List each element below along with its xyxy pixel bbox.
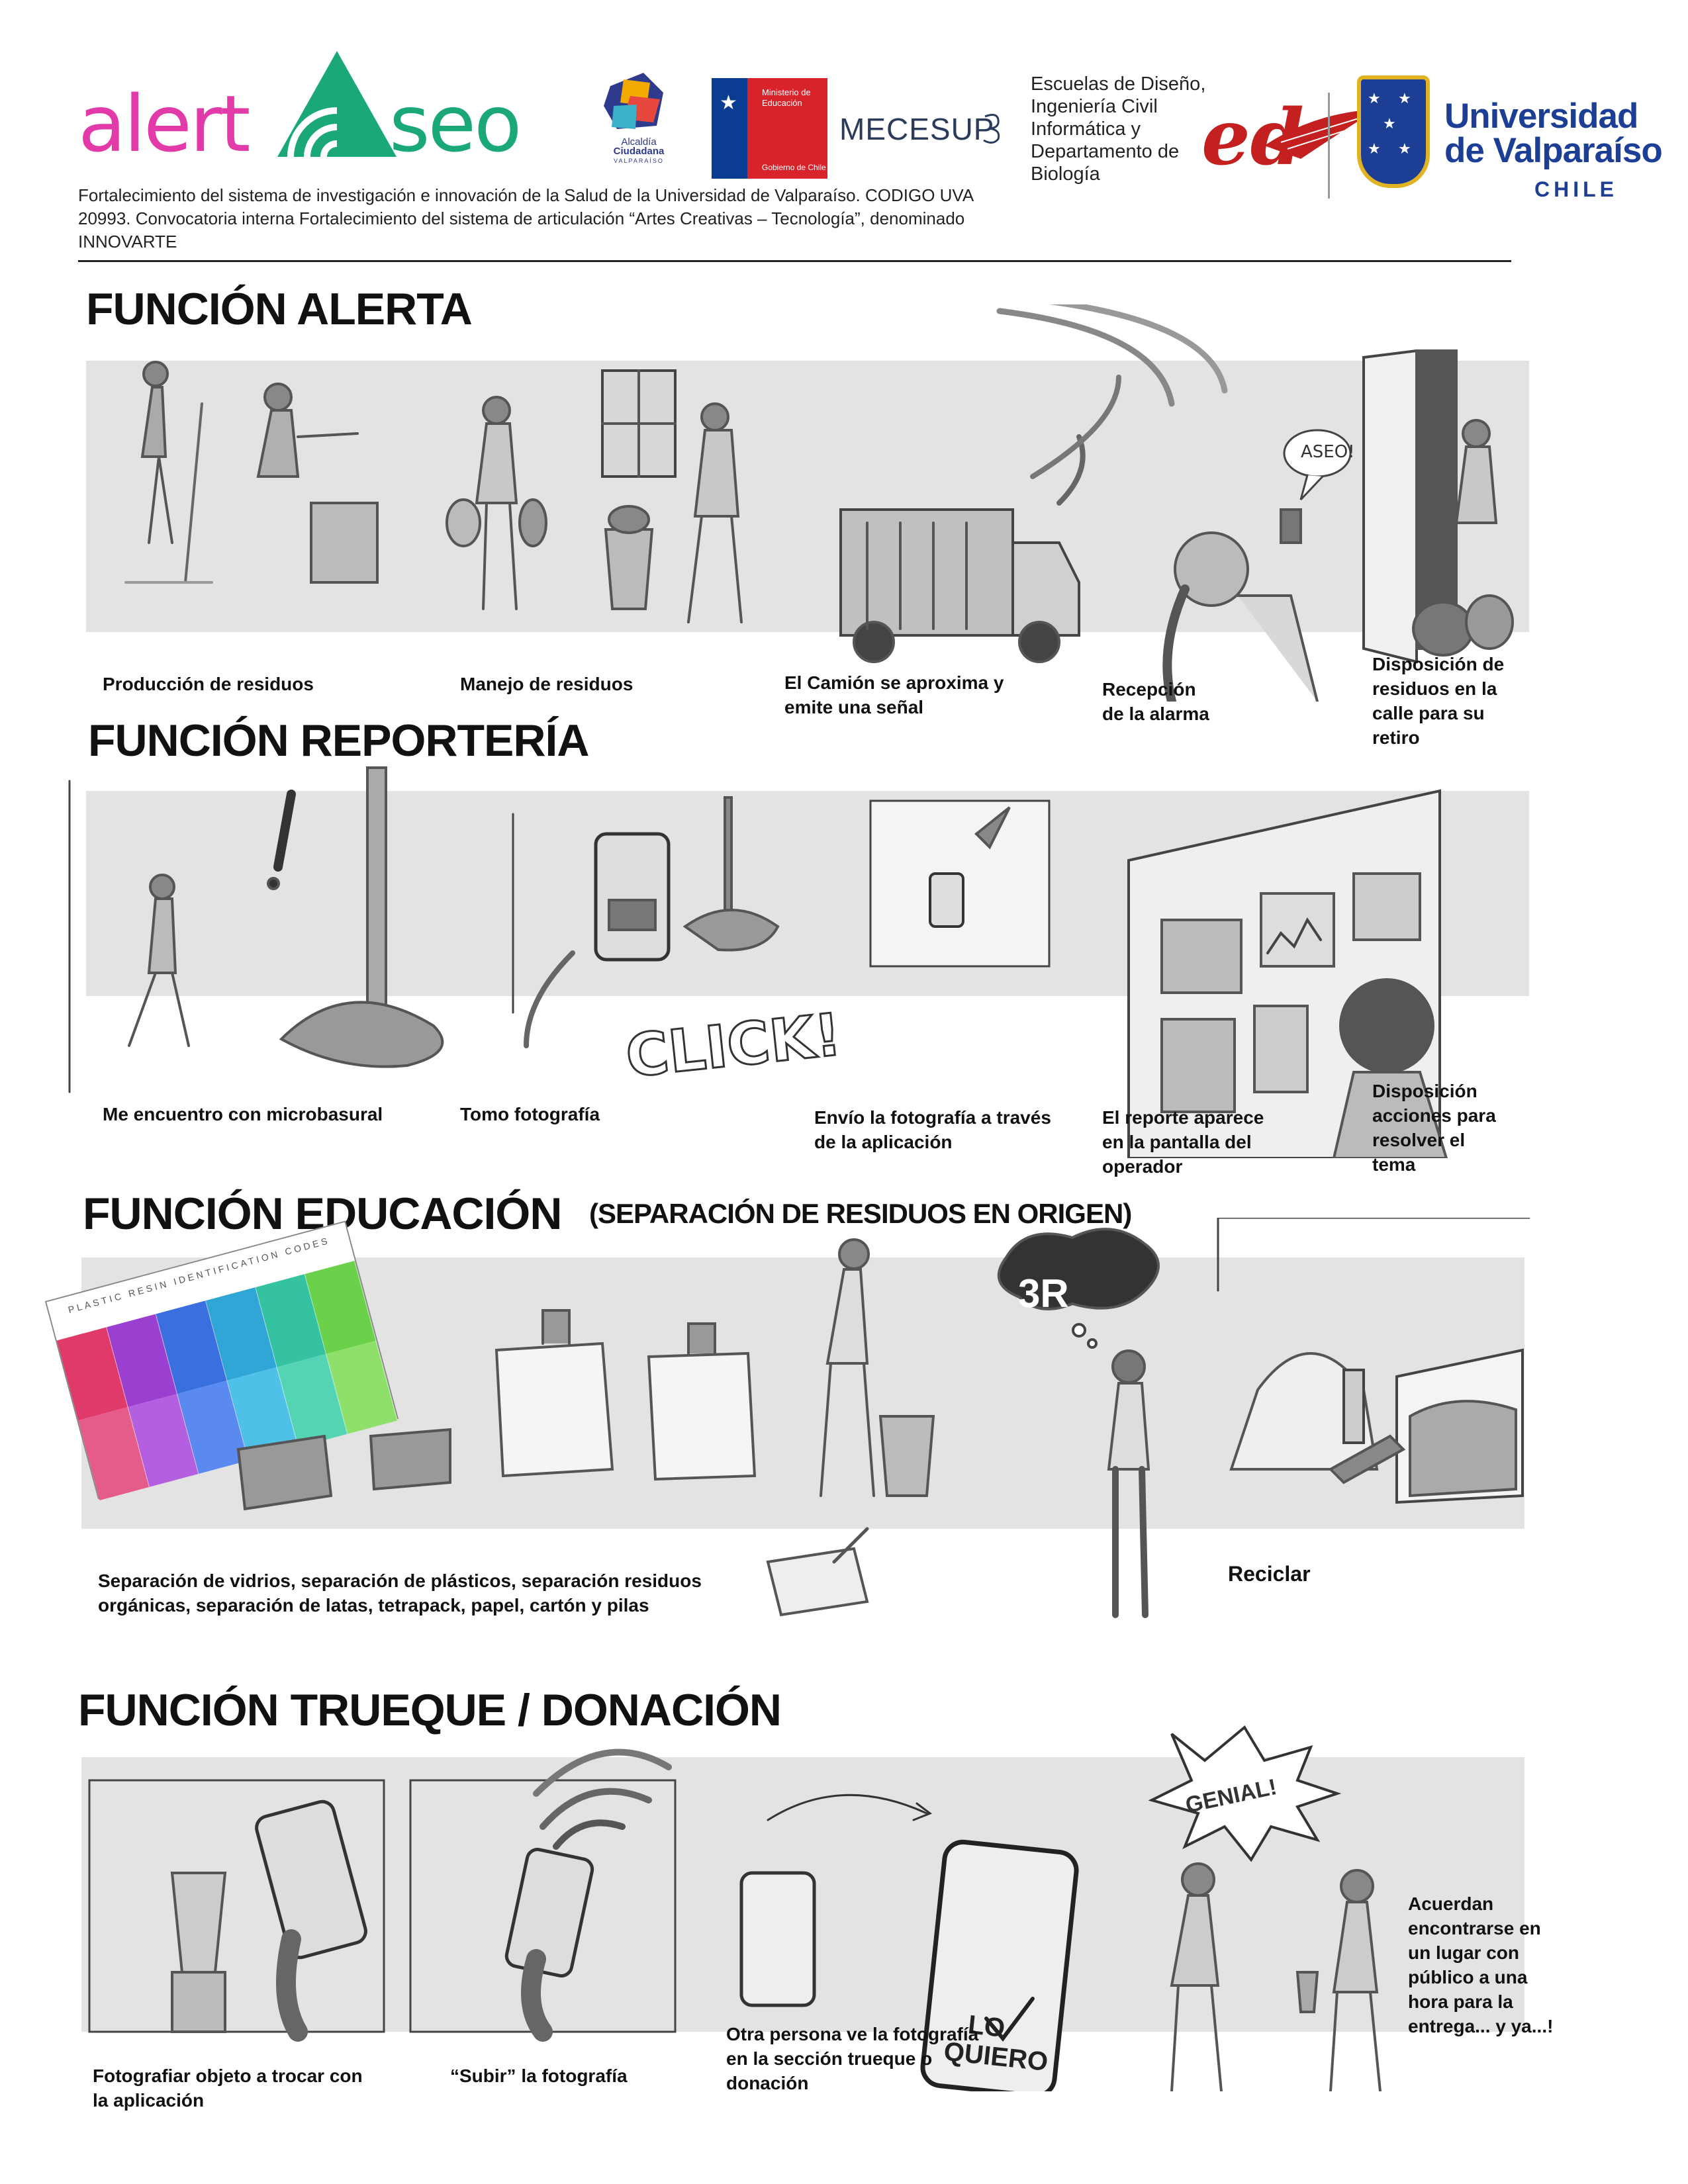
logo-triangle-icon — [277, 51, 397, 158]
uv-name-line1: Universidad — [1444, 97, 1638, 136]
trueque-illustration — [88, 1725, 1382, 2091]
cloud-3r-text: 3R — [1018, 1271, 1069, 1316]
mecesup-3-icon — [983, 114, 1000, 144]
mineduc-gob-label: Gobierno de Chile — [762, 163, 826, 172]
alcaldia-emblem-icon — [604, 73, 663, 129]
caption-alerta-1: Producción de residuos — [103, 674, 314, 694]
section-subtitle-educacion: (SEPARACIÓN DE RESIDUOS EN ORIGEN) — [589, 1198, 1132, 1229]
mecesup-logo: MECESUP — [839, 112, 995, 146]
caption-alerta-2: Manejo de residuos — [460, 674, 633, 694]
uv-shield-icon: ★ ★ ★ ★ ★ — [1357, 75, 1430, 188]
caption-alerta-5: Disposición de residuos en la calle para… — [1372, 654, 1505, 748]
reporteria-illustration — [68, 766, 1448, 1158]
logo-seo-text: seo — [389, 78, 522, 169]
speech-aseo: ASEO! — [1301, 442, 1355, 462]
ed-wing-icon — [1264, 109, 1377, 159]
schools-text: Escuelas de Diseño, Ingeniería Civil Inf… — [1031, 73, 1206, 185]
caption-trueque-2: “Subir” la fotografía — [450, 2066, 628, 2086]
alcaldia-line1: Alcaldía — [621, 136, 657, 148]
alerta-illustration — [124, 304, 1514, 702]
section-title-alerta: FUNCIÓN ALERTA — [86, 284, 473, 334]
caption-trueque-4: Acuerdan encontrarse en un lugar con púb… — [1408, 1893, 1554, 2036]
chile-flag-icon — [712, 78, 747, 179]
caption-alerta-4: Recepción de la alarma — [1102, 679, 1209, 724]
caption-reporteria-2: Tomo fotografía — [460, 1104, 600, 1124]
project-description: Fortalecimiento del sistema de investiga… — [78, 185, 973, 251]
uv-chile: CHILE — [1534, 177, 1618, 201]
header-rule — [78, 260, 1511, 262]
section-title-reporteria: FUNCIÓN REPORTERÍA — [88, 715, 589, 766]
logo-alert-text: alert — [78, 78, 250, 169]
caption-educacion-2: Reciclar — [1228, 1562, 1311, 1586]
uv-name-line2: de Valparaíso — [1444, 131, 1663, 170]
caption-reporteria-3: Envío la fotografía a través de la aplic… — [814, 1107, 1051, 1152]
alcaldia-logo: Alcaldía Ciudadana VALPARAÍSO — [584, 66, 690, 172]
alcaldia-line3: VALPARAÍSO — [614, 158, 664, 164]
caption-reporteria-1: Me encuentro con microbasural — [103, 1104, 383, 1124]
educacion-illustration — [236, 1218, 1530, 1618]
caption-trueque-1: Fotografiar objeto a trocar con la aplic… — [93, 2066, 363, 2111]
caption-educacion-1: Separación de vidrios, separación de plá… — [98, 1570, 702, 1615]
band-alerta — [86, 361, 1529, 632]
uv-name: Universidad de Valparaíso — [1444, 97, 1663, 170]
alcaldia-line2: Ciudadana — [613, 146, 665, 157]
caption-alerta-3: El Camión se aproxima y emite una señal — [784, 672, 1004, 717]
mineduc-label: Ministerio de Educación — [762, 87, 811, 108]
mineduc-logo: Ministerio de Educación Gobierno de Chil… — [712, 78, 827, 179]
caption-reporteria-5: Disposición acciones para resolver el te… — [1372, 1081, 1496, 1175]
caption-trueque-3: Otra persona ve la fotografía en la secc… — [726, 2024, 979, 2093]
caption-reporteria-4: El reporte aparece en la pantalla del op… — [1102, 1107, 1264, 1177]
section-title-trueque: FUNCIÓN TRUEQUE / DONACIÓN — [78, 1685, 782, 1735]
header-divider — [1328, 93, 1330, 199]
